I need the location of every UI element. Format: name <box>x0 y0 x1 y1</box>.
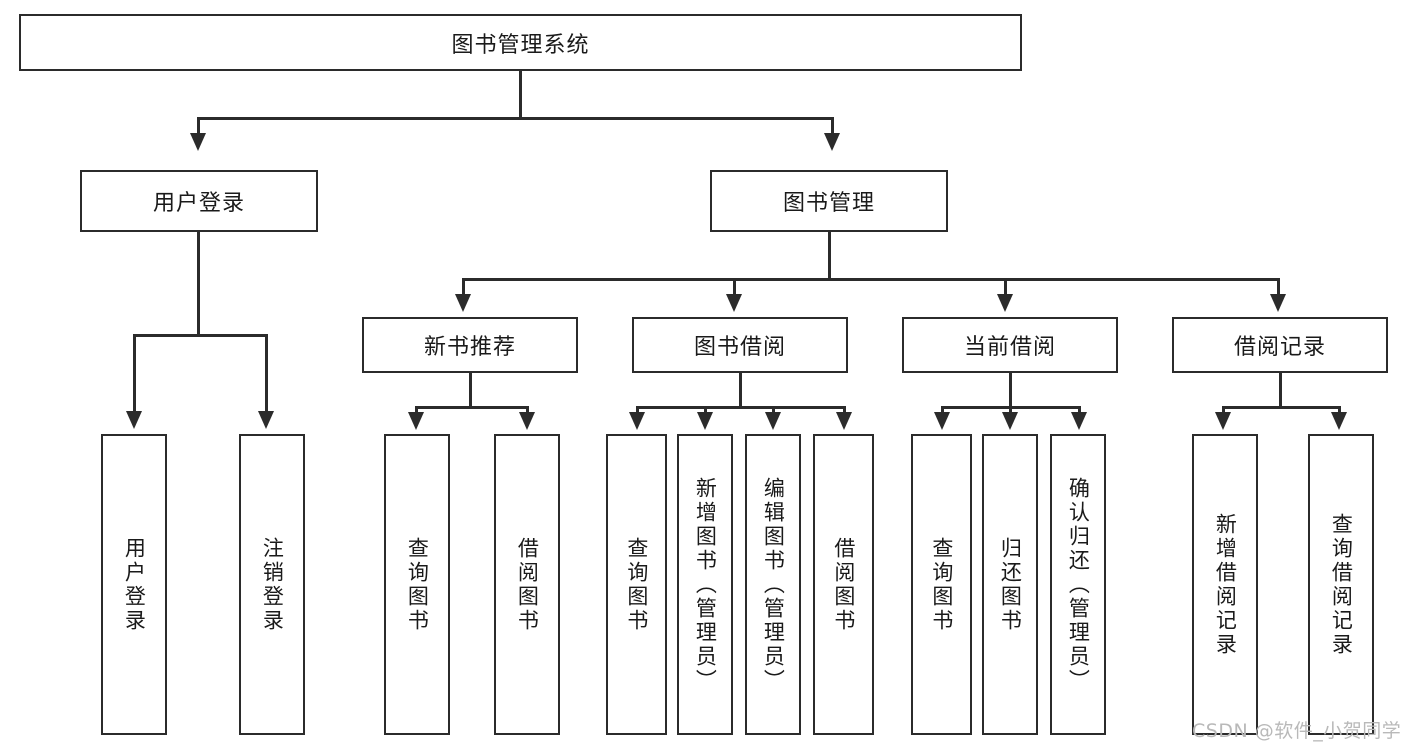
edge-book-borrow-drop-1 <box>636 406 639 414</box>
edge-new-book-rec-drop-1 <box>415 406 418 414</box>
edge-book-manage-drop-2 <box>733 278 736 296</box>
edge-current-borrow-stem <box>1009 373 1012 408</box>
leaf-query-borrow-record[interactable]: 查询借阅记录 <box>1308 434 1374 735</box>
node-root[interactable]: 图书管理系统 <box>19 14 1022 71</box>
node-book-borrow-label: 图书借阅 <box>693 335 786 360</box>
edge-new-book-rec-drop-2 <box>526 406 529 414</box>
edge-borrow-record-drop-1 <box>1222 406 1225 414</box>
leaf-confirm-return-label: 确认归还（管理员） <box>1066 476 1091 693</box>
arrow-to-leaf-borrow-book-1 <box>519 412 535 430</box>
arrow-to-borrow-record <box>1270 294 1286 312</box>
arrow-to-leaf-query-book-1 <box>408 412 424 430</box>
leaf-query-book-rec[interactable]: 查询图书 <box>384 434 450 735</box>
edge-book-borrow-bus <box>636 406 846 409</box>
edge-current-borrow-drop-1 <box>941 406 944 414</box>
node-current-borrow[interactable]: 当前借阅 <box>902 317 1118 373</box>
arrow-to-leaf-query-record <box>1331 412 1347 430</box>
leaf-borrow-book-borrow[interactable]: 借阅图书 <box>813 434 874 735</box>
edge-book-borrow-drop-4 <box>843 406 846 414</box>
leaf-user-login-label: 用户登录 <box>122 536 147 633</box>
leaf-confirm-return[interactable]: 确认归还（管理员） <box>1050 434 1106 735</box>
arrow-to-leaf-return-book <box>1002 412 1018 430</box>
arrow-to-leaf-edit-book <box>765 412 781 430</box>
arrow-to-leaf-add-record <box>1215 412 1231 430</box>
leaf-user-login[interactable]: 用户登录 <box>101 434 167 735</box>
node-borrow-record[interactable]: 借阅记录 <box>1172 317 1388 373</box>
node-borrow-record-label: 借阅记录 <box>1233 335 1326 360</box>
leaf-add-borrow-record[interactable]: 新增借阅记录 <box>1192 434 1258 735</box>
edge-book-borrow-drop-2 <box>704 406 707 414</box>
node-book-manage-label: 图书管理 <box>782 191 875 216</box>
arrow-to-leaf-query-book-3 <box>934 412 950 430</box>
edge-book-manage-drop-4 <box>1277 278 1280 296</box>
edge-borrow-record-stem <box>1279 373 1282 408</box>
leaf-logout-label: 注销登录 <box>260 536 285 633</box>
leaf-logout[interactable]: 注销登录 <box>239 434 305 735</box>
arrow-to-leaf-confirm-return <box>1071 412 1087 430</box>
node-book-borrow[interactable]: 图书借阅 <box>632 317 848 373</box>
node-new-book-rec[interactable]: 新书推荐 <box>362 317 578 373</box>
edge-borrow-record-bus <box>1222 406 1341 409</box>
edge-current-borrow-drop-2 <box>1009 406 1012 414</box>
leaf-return-book-label: 归还图书 <box>998 536 1023 633</box>
edge-user-login-drop-1 <box>133 334 136 413</box>
edge-root-drop-left <box>197 117 200 135</box>
edge-borrow-record-drop-2 <box>1338 406 1341 414</box>
edge-book-manage-stem <box>828 232 831 280</box>
edge-root-bus <box>197 117 834 120</box>
arrow-to-book-manage <box>824 133 840 151</box>
edge-root-drop-right <box>831 117 834 135</box>
edge-user-login-bus <box>133 334 268 337</box>
leaf-query-book-rec-label: 查询图书 <box>405 536 430 633</box>
leaf-add-book[interactable]: 新增图书（管理员） <box>677 434 733 735</box>
arrow-to-leaf-logout <box>258 411 274 429</box>
leaf-return-book[interactable]: 归还图书 <box>982 434 1038 735</box>
leaf-query-book-borrow-label: 查询图书 <box>624 536 649 633</box>
edge-book-manage-bus <box>462 278 1280 281</box>
leaf-edit-book-label: 编辑图书（管理员） <box>761 476 786 693</box>
arrow-to-leaf-query-book-2 <box>629 412 645 430</box>
arrow-to-current-borrow <box>997 294 1013 312</box>
leaf-borrow-book-rec[interactable]: 借阅图书 <box>494 434 560 735</box>
leaf-borrow-book-rec-label: 借阅图书 <box>515 536 540 633</box>
arrow-to-new-book-rec <box>455 294 471 312</box>
leaf-add-borrow-record-label: 新增借阅记录 <box>1213 512 1238 657</box>
node-user-login-label: 用户登录 <box>152 191 245 216</box>
leaf-query-book-current-label: 查询图书 <box>929 536 954 633</box>
edge-current-borrow-drop-3 <box>1078 406 1081 414</box>
edge-book-manage-drop-3 <box>1004 278 1007 296</box>
edge-book-borrow-stem <box>739 373 742 408</box>
leaf-borrow-book-borrow-label: 借阅图书 <box>831 536 856 633</box>
arrow-to-leaf-user-login <box>126 411 142 429</box>
edge-book-manage-drop-1 <box>462 278 465 296</box>
edge-user-login-stem <box>197 232 200 336</box>
edge-user-login-drop-2 <box>265 334 268 413</box>
edge-new-book-rec-stem <box>469 373 472 408</box>
leaf-add-book-label: 新增图书（管理员） <box>693 476 718 693</box>
arrow-to-leaf-borrow-book-2 <box>836 412 852 430</box>
arrow-to-user-login <box>190 133 206 151</box>
node-user-login[interactable]: 用户登录 <box>80 170 318 232</box>
edge-root-stem <box>519 71 522 119</box>
node-current-borrow-label: 当前借阅 <box>963 335 1056 360</box>
node-new-book-rec-label: 新书推荐 <box>423 335 516 360</box>
leaf-query-book-borrow[interactable]: 查询图书 <box>606 434 667 735</box>
arrow-to-leaf-add-book <box>697 412 713 430</box>
edge-book-borrow-drop-3 <box>772 406 775 414</box>
leaf-query-book-current[interactable]: 查询图书 <box>911 434 972 735</box>
node-root-label: 图书管理系统 <box>451 32 590 58</box>
leaf-query-borrow-record-label: 查询借阅记录 <box>1329 512 1354 657</box>
node-book-manage[interactable]: 图书管理 <box>710 170 948 232</box>
arrow-to-book-borrow <box>726 294 742 312</box>
edge-new-book-rec-bus <box>415 406 529 409</box>
leaf-edit-book[interactable]: 编辑图书（管理员） <box>745 434 801 735</box>
